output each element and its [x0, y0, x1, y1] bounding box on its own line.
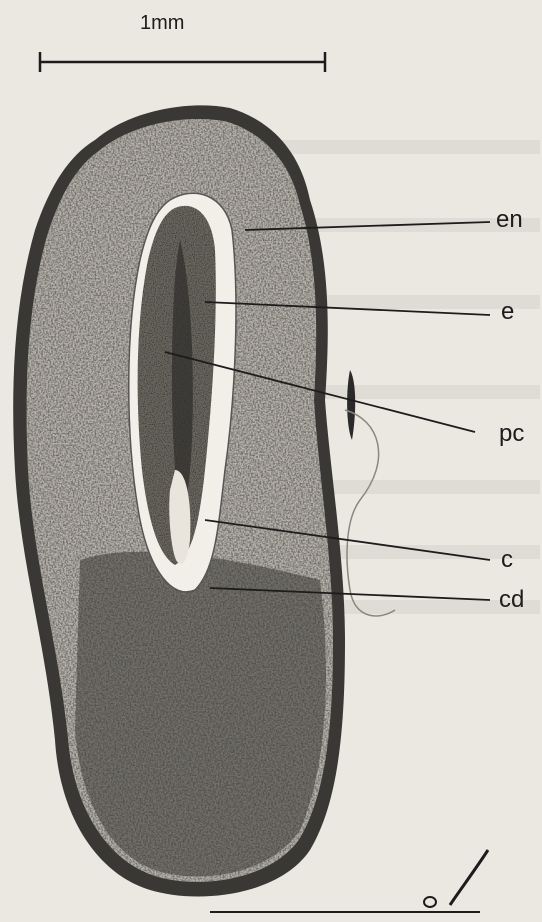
- scale-bar: [40, 52, 325, 72]
- lower-dark-region: [75, 552, 326, 877]
- corner-mark: [450, 850, 488, 905]
- faint-bracket: [345, 410, 395, 616]
- label-cd: cd: [499, 588, 524, 612]
- bottom-dot: [424, 897, 436, 907]
- label-pc: pc: [499, 422, 524, 446]
- label-c: c: [501, 548, 513, 572]
- label-e: e: [501, 300, 514, 324]
- side-mark: [347, 370, 355, 440]
- scale-bar-label: 1mm: [140, 12, 184, 35]
- label-en: en: [496, 208, 523, 232]
